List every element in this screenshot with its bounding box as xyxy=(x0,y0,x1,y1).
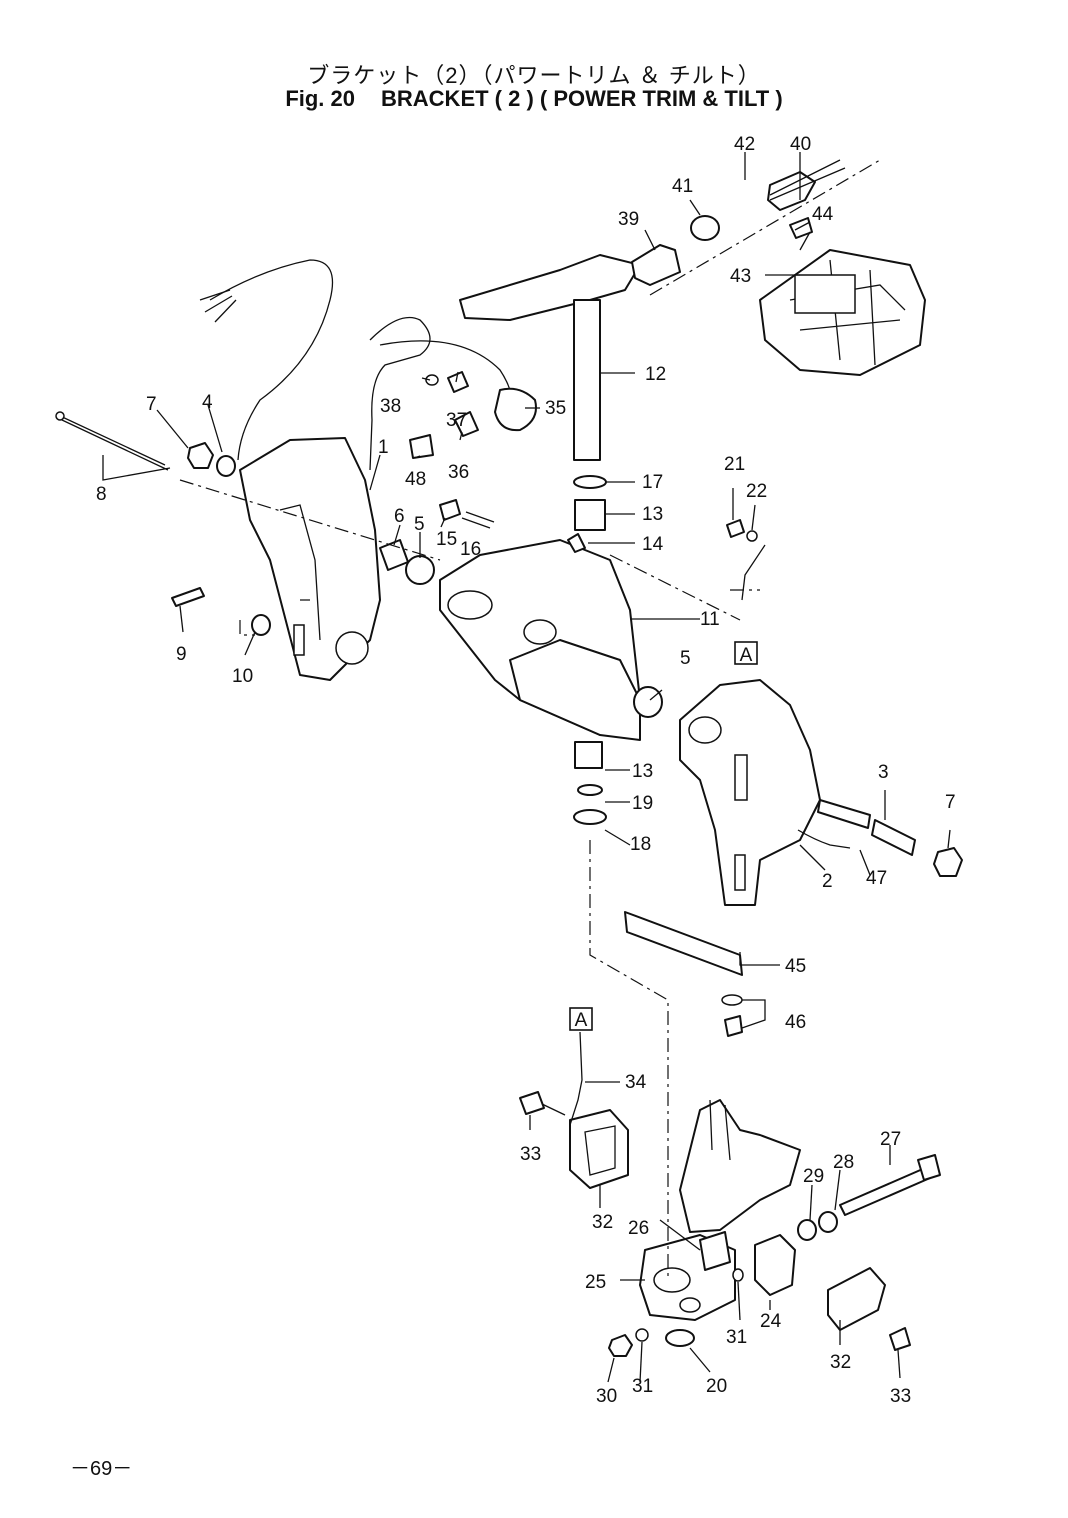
callout-7b: 7 xyxy=(945,792,956,813)
steering-shaft xyxy=(573,299,601,461)
callout-13b: 13 xyxy=(632,761,653,782)
figure-number: Fig. 20 xyxy=(285,86,355,111)
bushing-13-upper xyxy=(574,499,606,531)
callout-36: 36 xyxy=(448,462,469,483)
nut-7-left xyxy=(187,442,214,469)
callout-27: 27 xyxy=(880,1129,901,1150)
callout-31b: 31 xyxy=(726,1327,747,1348)
bolt-9 xyxy=(171,587,205,607)
callout-8: 8 xyxy=(96,484,107,505)
washer-18 xyxy=(573,809,607,825)
steering-arm xyxy=(459,254,641,321)
callout-30: 30 xyxy=(596,1386,617,1407)
bolt-39 xyxy=(631,244,681,286)
oring-19 xyxy=(577,784,603,796)
callout-46: 46 xyxy=(785,1012,806,1033)
callout-11: 11 xyxy=(700,609,720,630)
callout-33: 33 xyxy=(520,1144,541,1165)
callout-37: 37 xyxy=(446,410,467,431)
clamp-bracket-right xyxy=(679,679,821,906)
callout-3: 3 xyxy=(878,762,889,783)
callout-42: 42 xyxy=(734,134,755,155)
lower-mount-housing xyxy=(679,1099,801,1233)
callout-14: 14 xyxy=(642,534,664,555)
callout-48: 48 xyxy=(405,469,426,490)
callout-31: 31 xyxy=(632,1376,653,1397)
part-drawings xyxy=(55,159,963,1357)
leader-lines xyxy=(102,152,951,1383)
callout-26: 26 xyxy=(628,1218,649,1239)
bushing-41 xyxy=(690,215,720,241)
callout-5: 5 xyxy=(414,514,425,535)
callout-7: 7 xyxy=(146,394,157,415)
figure-caption: BRACKET ( 2 ) ( POWER TRIM & TILT ) xyxy=(381,86,783,111)
callout-33b: 33 xyxy=(890,1386,911,1407)
callout-47: 47 xyxy=(866,868,887,889)
callout-44: 44 xyxy=(812,204,834,225)
cover-32-left xyxy=(569,1109,629,1189)
ref-marker-text: A xyxy=(740,645,753,666)
callout-32b: 32 xyxy=(830,1352,851,1373)
grommet-35 xyxy=(494,387,537,432)
callout-18: 18 xyxy=(630,834,651,855)
callout-10: 10 xyxy=(232,666,253,687)
callout-21: 21 xyxy=(724,454,745,475)
part-callouts: 1 2 3 4 5 5 6 7 7 8 9 10 11 12 13 13 14 … xyxy=(96,134,956,1407)
callout-1: 1 xyxy=(378,437,389,458)
reference-marker-a-lower: A xyxy=(569,1007,593,1031)
callout-9: 9 xyxy=(176,644,187,665)
mount-rubber-24 xyxy=(754,1234,796,1296)
callout-5b: 5 xyxy=(680,648,691,669)
callout-4: 4 xyxy=(202,392,213,413)
clamp-bracket-left xyxy=(239,437,381,681)
callout-2: 2 xyxy=(822,871,833,892)
bushing-13-lower xyxy=(574,741,603,769)
callout-13: 13 xyxy=(642,504,663,525)
callout-35: 35 xyxy=(545,398,566,419)
tilt-tube xyxy=(817,799,871,829)
callout-22: 22 xyxy=(746,481,767,502)
callout-29: 29 xyxy=(803,1166,824,1187)
bushing-10 xyxy=(251,614,271,636)
callout-45: 45 xyxy=(785,956,806,977)
callout-16: 16 xyxy=(460,539,481,560)
callout-28: 28 xyxy=(833,1152,854,1173)
bolt-27 xyxy=(839,1167,931,1216)
washer-17 xyxy=(573,475,607,489)
diagram-title-japanese: ブラケット（2）（パワートリム ＆ チルト） xyxy=(307,63,761,88)
through-rod-8 xyxy=(57,414,169,471)
callout-6: 6 xyxy=(394,506,405,527)
callout-32: 32 xyxy=(592,1212,613,1233)
wire-harness xyxy=(209,259,334,461)
callout-41: 41 xyxy=(672,176,693,197)
mount-block xyxy=(794,274,856,314)
callout-17: 17 xyxy=(642,472,663,493)
callout-20: 20 xyxy=(706,1376,727,1397)
callout-15: 15 xyxy=(436,529,457,550)
page-number: －69－ xyxy=(70,1458,133,1480)
callout-39: 39 xyxy=(618,209,639,230)
callout-38: 38 xyxy=(380,396,401,417)
washer-4 xyxy=(216,455,236,477)
stopper-45 xyxy=(624,911,743,976)
callout-43: 43 xyxy=(730,266,751,287)
diagram-title-english: Fig. 20 BRACKET ( 2 ) ( POWER TRIM & TILT… xyxy=(0,86,1068,112)
nut-7-right xyxy=(933,847,963,877)
bushing-5 xyxy=(405,555,435,585)
bushing-5-right xyxy=(633,686,663,718)
reference-marker-a-upper: A xyxy=(734,641,758,666)
callout-34: 34 xyxy=(625,1072,647,1093)
ref-marker-text: A xyxy=(575,1010,588,1031)
callout-12: 12 xyxy=(645,364,666,385)
callout-40: 40 xyxy=(790,134,811,155)
callout-19: 19 xyxy=(632,793,653,814)
callout-25: 25 xyxy=(585,1272,606,1293)
callout-24: 24 xyxy=(760,1311,782,1332)
cover-32-right xyxy=(827,1267,886,1331)
